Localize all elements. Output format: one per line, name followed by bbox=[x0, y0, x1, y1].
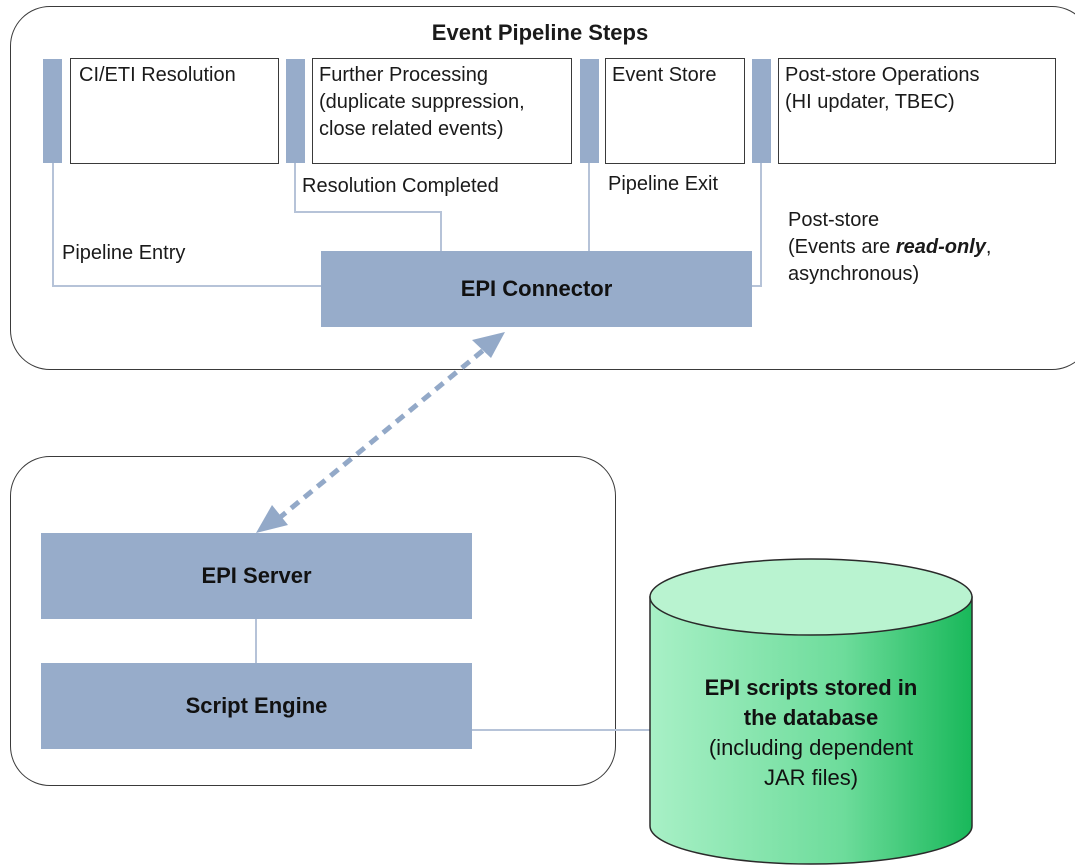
resolution-line-vertical bbox=[294, 163, 296, 213]
step-line: (duplicate suppression, bbox=[319, 91, 525, 113]
resolution-line-down bbox=[440, 211, 442, 251]
label-resolution-completed: Resolution Completed bbox=[302, 175, 499, 197]
db-line-1: EPI scripts stored in bbox=[704, 675, 918, 700]
step-bar-ci-eti bbox=[43, 59, 62, 163]
step-line: close related events) bbox=[319, 118, 504, 140]
post-store-line-2b: , bbox=[985, 236, 992, 258]
epi-connector-box: EPI Connector bbox=[321, 251, 752, 327]
step-post-store-operations: Post-store Operations (HI updater, TBEC) bbox=[778, 58, 1056, 164]
step-line: CI/ETI Resolution bbox=[79, 64, 236, 86]
dashed-bidirectional-arrow bbox=[256, 332, 505, 533]
server-engine-line bbox=[255, 619, 257, 663]
step-line: Event Store bbox=[612, 64, 717, 86]
db-line-3: (including dependent bbox=[708, 735, 914, 760]
label-post-store: Post-store (Events are read-only, asynch… bbox=[788, 207, 991, 288]
entry-line-vertical bbox=[52, 163, 54, 287]
step-line: Post-store Operations bbox=[785, 64, 980, 86]
step-line: Further Processing bbox=[319, 64, 488, 86]
entry-line-horizontal bbox=[52, 285, 322, 287]
label-pipeline-exit: Pipeline Exit bbox=[608, 173, 719, 195]
post-store-line-2a: (Events are bbox=[788, 236, 896, 258]
engine-db-line bbox=[472, 729, 652, 731]
step-bar-post-store bbox=[752, 59, 771, 163]
epi-server-box: EPI Server bbox=[41, 533, 472, 619]
post-store-line-horizontal bbox=[752, 285, 762, 287]
db-line-4: JAR files) bbox=[763, 765, 859, 790]
resolution-line-horizontal bbox=[294, 211, 442, 213]
post-store-line-3: asynchronous) bbox=[788, 263, 920, 285]
post-store-line-vertical bbox=[760, 163, 762, 287]
exit-line-vertical bbox=[588, 163, 590, 251]
database-cylinder bbox=[649, 558, 973, 865]
step-ci-eti-resolution: CI/ETI Resolution bbox=[70, 58, 279, 164]
label-pipeline-entry: Pipeline Entry bbox=[62, 242, 186, 264]
pipeline-title: Event Pipeline Steps bbox=[431, 20, 649, 45]
step-line: (HI updater, TBEC) bbox=[785, 91, 955, 113]
script-engine-box: Script Engine bbox=[41, 663, 472, 749]
step-event-store: Event Store bbox=[605, 58, 745, 164]
step-further-processing: Further Processing (duplicate suppressio… bbox=[312, 58, 572, 164]
post-store-line-1: Post-store bbox=[788, 209, 880, 231]
database-label: EPI scripts stored in the database (incl… bbox=[650, 673, 972, 793]
post-store-read-only: read-only bbox=[895, 236, 986, 258]
step-bar-event-store bbox=[580, 59, 599, 163]
step-bar-further-processing bbox=[286, 59, 305, 163]
db-line-2: the database bbox=[743, 705, 879, 730]
